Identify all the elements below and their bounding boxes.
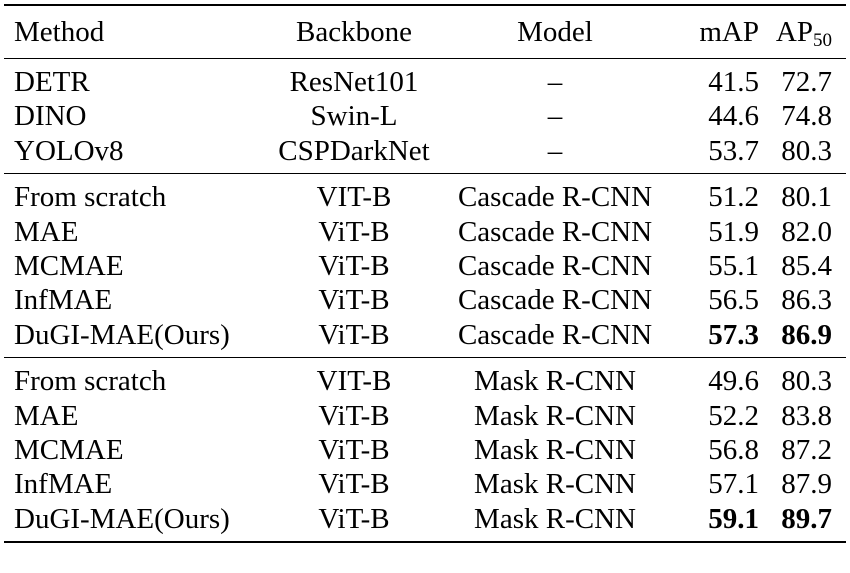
cell-method: DuGI-MAE(Ours) — [14, 502, 230, 535]
cell-ap50: 72.7 — [781, 66, 832, 98]
cell-method: InfMAE — [14, 284, 113, 317]
cell-model: Cascade R-CNN — [457, 284, 653, 317]
cell-ap50: 87.9 — [781, 468, 832, 501]
cell-backbone: ResNet101 — [289, 66, 419, 98]
cell-method: DuGI-MAE(Ours) — [14, 318, 230, 351]
cell-map: 55.1 — [708, 250, 759, 283]
header-method: Method — [14, 15, 105, 48]
table-row: DINO Swin-L – 44.6 74.8 — [4, 99, 846, 133]
cell-method: From scratch — [14, 181, 167, 214]
cell-map: 57.3 — [708, 318, 759, 351]
cell-map: 52.2 — [708, 399, 759, 432]
cell-ap50: 74.8 — [781, 100, 832, 133]
cell-map: 59.1 — [708, 502, 759, 535]
cell-model: Mask R-CNN — [474, 502, 636, 535]
table-header: Method Backbone Model mAP AP50 — [4, 5, 846, 59]
table-row: MAE ViT-B Mask R-CNN 52.2 83.8 — [4, 399, 846, 433]
cell-method: MCMAE — [14, 434, 124, 467]
cell-map: 51.2 — [708, 181, 759, 214]
results-table-container: Method Backbone Model mAP AP50 DETR ResNe… — [4, 4, 846, 543]
cell-ap50: 87.2 — [781, 434, 832, 467]
table-row: InfMAE ViT-B Mask R-CNN 57.1 87.9 — [4, 467, 846, 501]
cell-backbone: ViT-B — [318, 318, 390, 351]
cell-backbone: CSPDarkNet — [278, 134, 430, 167]
header-model: Model — [517, 15, 593, 48]
table-row: MAE ViT-B Cascade R-CNN 51.9 82.0 — [4, 215, 846, 249]
cell-model: Mask R-CNN — [474, 434, 636, 467]
cell-ap50: 86.9 — [781, 318, 832, 351]
header-ap50-subscript: 50 — [813, 29, 832, 51]
cell-ap50: 82.0 — [781, 215, 832, 248]
cell-model: Cascade R-CNN — [457, 215, 653, 248]
cell-backbone: VIT-B — [316, 181, 392, 214]
table-row: MCMAE ViT-B Mask R-CNN 56.8 87.2 — [4, 433, 846, 467]
cell-model: Cascade R-CNN — [457, 250, 653, 283]
cell-backbone: ViT-B — [318, 502, 390, 535]
cell-model: Mask R-CNN — [474, 468, 636, 501]
cell-backbone: ViT-B — [318, 468, 390, 501]
cell-backbone: ViT-B — [318, 284, 390, 317]
cell-method: YOLOv8 — [14, 134, 124, 167]
cell-model: – — [547, 134, 563, 167]
cell-backbone: ViT-B — [318, 434, 390, 467]
cell-method: MCMAE — [14, 250, 124, 283]
cell-model: Cascade R-CNN — [457, 181, 653, 214]
cell-ap50: 83.8 — [781, 399, 832, 432]
cell-backbone: ViT-B — [318, 250, 390, 283]
cell-model: Mask R-CNN — [474, 399, 636, 432]
results-table: Method Backbone Model mAP AP50 DETR ResNe… — [4, 4, 846, 543]
cell-model: Mask R-CNN — [474, 365, 636, 398]
cell-method: InfMAE — [14, 468, 113, 501]
cell-map: 57.1 — [708, 468, 759, 501]
cell-map: 56.5 — [708, 284, 759, 317]
table-row: DuGI-MAE(Ours) ViT-B Cascade R-CNN 57.3 86.9 — [4, 318, 846, 358]
header-backbone: Backbone — [296, 15, 412, 48]
header-ap50: AP50 — [759, 5, 846, 59]
cell-ap50: 85.4 — [781, 250, 832, 283]
table-row: DETR ResNet101 – 41.5 72.7 — [4, 59, 846, 100]
cell-map: 44.6 — [708, 100, 759, 133]
cell-ap50: 86.3 — [781, 284, 832, 317]
cell-backbone: ViT-B — [318, 215, 390, 248]
cell-map: 56.8 — [708, 434, 759, 467]
cell-method: DETR — [14, 66, 90, 98]
cell-ap50: 80.1 — [781, 181, 832, 214]
table-row: From scratch VIT-B Mask R-CNN 49.6 80.3 — [4, 358, 846, 399]
header-row: Method Backbone Model mAP AP50 — [4, 5, 846, 59]
cell-backbone: ViT-B — [318, 399, 390, 432]
cell-model: – — [547, 100, 563, 133]
cell-model: Cascade R-CNN — [457, 318, 653, 351]
cell-map: 41.5 — [708, 66, 759, 98]
table-row: YOLOv8 CSPDarkNet – 53.7 80.3 — [4, 134, 846, 174]
table-row: DuGI-MAE(Ours) ViT-B Mask R-CNN 59.1 89.7 — [4, 502, 846, 542]
cell-ap50: 80.3 — [781, 365, 832, 398]
cell-backbone: VIT-B — [316, 365, 392, 398]
cell-ap50: 80.3 — [781, 134, 832, 167]
header-ap50-base: AP — [775, 15, 813, 48]
table-row: InfMAE ViT-B Cascade R-CNN 56.5 86.3 — [4, 283, 846, 317]
cell-method: MAE — [14, 215, 79, 248]
header-map: mAP — [699, 15, 759, 48]
cell-method: From scratch — [14, 365, 167, 398]
table-row: MCMAE ViT-B Cascade R-CNN 55.1 85.4 — [4, 249, 846, 283]
cell-method: MAE — [14, 399, 79, 432]
cell-method: DINO — [14, 100, 87, 133]
cell-backbone: Swin-L — [310, 100, 398, 133]
cell-map: 49.6 — [708, 365, 759, 398]
cell-ap50: 89.7 — [781, 502, 832, 535]
cell-map: 53.7 — [708, 134, 759, 167]
cell-model: – — [547, 66, 563, 98]
cell-map: 51.9 — [708, 215, 759, 248]
table-row: From scratch VIT-B Cascade R-CNN 51.2 80.1 — [4, 174, 846, 215]
